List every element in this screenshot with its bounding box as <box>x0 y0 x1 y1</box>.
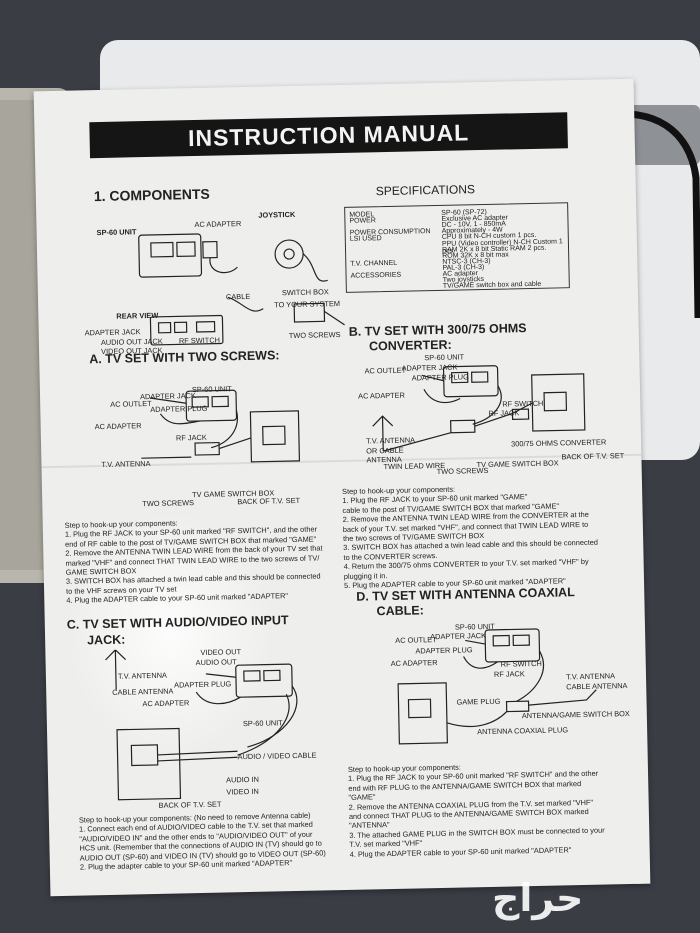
a-label-sp60: SP-60 UNIT <box>191 384 232 395</box>
spec-value: TV/GAME switch box and cable <box>442 280 542 291</box>
b-label-adapter-jack: ADAPTER JACK <box>401 362 458 373</box>
section-b-heading-2: CONVERTER: <box>368 337 452 354</box>
watermark-logo: حراج <box>492 876 584 920</box>
c-label-cable-antenna: CABLE ANTENNA <box>112 686 174 697</box>
specifications-heading: SPECIFICATIONS <box>375 182 476 199</box>
b-label-rf-jack: RF JACK <box>488 408 520 418</box>
b-label-sp60: SP-60 UNIT <box>424 352 465 363</box>
section-d-heading-2: CABLE: <box>376 603 424 619</box>
b-label-adapter-plug: ADAPTER PLUG <box>411 372 469 383</box>
spec-label: T.V. CHANNEL <box>350 259 398 268</box>
a-label-ac-adapter: AC ADAPTER <box>94 421 142 432</box>
section-c-diagram <box>105 648 298 801</box>
c-label-ac-adapter: AC ADAPTER <box>142 698 190 709</box>
section-b-heading: B. TV SET WITH 300/75 OHMS <box>348 321 527 339</box>
d-label-adapter-jack: ADAPTER JACK <box>430 631 487 642</box>
section-b-steps: Step to hook-up your components: 1. Plug… <box>341 484 599 591</box>
b-label-back-of-tv: BACK OF T.V. SET <box>561 451 625 462</box>
c-label-audio-in: AUDIO IN <box>226 774 260 785</box>
a-label-tv-antenna: T.V. ANTENNA <box>101 459 151 470</box>
a-label-rf-jack: RF JACK <box>175 432 207 443</box>
section-d-steps: Step to hook-up your components: 1. Plug… <box>347 762 605 859</box>
spec-label: LSI USED <box>349 235 382 244</box>
manual-title: INSTRUCTION MANUAL <box>89 112 568 159</box>
section-a-heading: A. TV SET WITH TWO SCREWS: <box>89 348 280 367</box>
section-a-diagram <box>141 389 301 463</box>
b-label-ac-adapter: AC ADAPTER <box>357 390 406 401</box>
d-label-ac-adapter: AC ADAPTER <box>390 658 438 669</box>
section-c-heading-2: JACK: <box>86 632 126 648</box>
spec-label: ACCESSORIES <box>350 271 402 280</box>
d-label-cable-antenna: CABLE ANTENNA <box>566 681 628 692</box>
d-label-rf-switch: RF SWITCH <box>500 658 542 669</box>
d-label-tv-antenna: T.V. ANTENNA <box>565 671 616 682</box>
a-label-adapter-jack: ADAPTER JACK <box>139 391 196 402</box>
c-label-adapter-plug: ADAPTER PLUG <box>174 679 232 690</box>
section-d-diagram <box>397 628 597 745</box>
section-b-diagram <box>372 365 586 452</box>
c-label-audio-out: AUDIO OUT <box>195 657 237 668</box>
d-label-coaxial-plug: ANTENNA COAXIAL PLUG <box>477 725 569 737</box>
d-label-rf-jack: RF JACK <box>493 669 525 679</box>
section-a-steps: Step to hook-up your components: 1. Plug… <box>64 518 323 606</box>
spec-label: POWER <box>349 217 376 225</box>
section-c-steps: Step to hook-up your components: (No nee… <box>78 810 326 872</box>
label-joystick: JOYSTICK <box>258 209 296 220</box>
b-label-converter: 300/75 OHMS CONVERTER <box>511 437 607 449</box>
d-label-adapter-plug: ADAPTER PLUG <box>415 645 473 656</box>
instruction-sheet: INSTRUCTION MANUAL 1. COMPONENTS SPECIFI… <box>33 78 651 897</box>
c-label-video-in: VIDEO IN <box>226 786 259 797</box>
a-label-back-of-tv: BACK OF T.V. SET <box>237 495 301 507</box>
a-label-adapter-plug: ADAPTER PLUG <box>150 403 208 414</box>
c-label-video-out: VIDEO OUT <box>200 647 242 658</box>
components-diagram <box>138 233 345 346</box>
b-label-ac-outlet: AC OUTLET <box>364 365 407 376</box>
c-label-tv-antenna: T.V. ANTENNA <box>117 670 168 681</box>
a-label-two-screws: TWO SCREWS <box>142 498 195 509</box>
b-label-switch-box: TV GAME SWITCH BOX <box>476 458 559 470</box>
components-heading: 1. COMPONENTS <box>93 185 210 205</box>
c-label-sp60: SP-60 UNIT <box>242 718 283 729</box>
c-label-back-of-tv: BACK OF T.V. SET <box>158 799 222 810</box>
d-label-game-plug: GAME PLUG <box>456 696 501 707</box>
c-label-av-cable: AUDIO / VIDEO CABLE <box>237 750 317 762</box>
